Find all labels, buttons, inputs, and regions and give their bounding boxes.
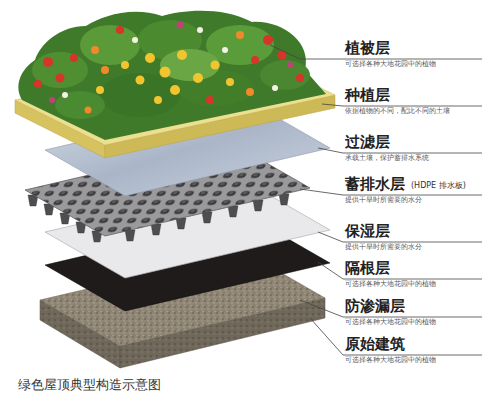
layer-title: 保湿层 — [345, 223, 390, 240]
layer-note: 提供干旱时所需要的水分 — [345, 244, 422, 252]
layer-note: 可选择各种大地花园中的植物 — [345, 61, 436, 69]
layer-title: 原始建筑 — [345, 336, 405, 353]
layer-title: 防渗漏层 — [345, 298, 405, 315]
leader-line — [318, 232, 482, 242]
layer-title: 种植层 — [345, 87, 390, 104]
leader-lines — [270, 45, 482, 355]
material-tag: (HDPE 排水板) — [411, 182, 466, 191]
layer-title: 植被层 — [345, 40, 390, 57]
planting-soil — [15, 50, 335, 158]
layer-title: 隔根层 — [345, 260, 390, 277]
layer-note: 可选择各种大地花园中的植物 — [345, 319, 436, 327]
leader-line — [322, 104, 482, 106]
vegetation — [18, 11, 326, 140]
leader-line — [318, 148, 482, 153]
layer-title: 过滤层 — [345, 134, 390, 151]
figure-caption: 绿色屋顶典型构造示意图 — [18, 378, 161, 392]
leader-line — [318, 262, 482, 279]
layer-note: 可选择各种大地花园中的植物 — [345, 281, 436, 289]
layer-note: 承载土壤，保护蓄排水系统 — [345, 155, 429, 163]
layer-note: 可选择各种大地花园中的植物 — [345, 357, 436, 365]
layer-note: 依据植物的不同，配比不同的土壤 — [345, 108, 450, 116]
layer-title: 蓄排水层 — [345, 176, 405, 193]
leader-line — [310, 318, 482, 355]
layer-note: 提供干旱时所需要的水分 — [345, 197, 422, 205]
